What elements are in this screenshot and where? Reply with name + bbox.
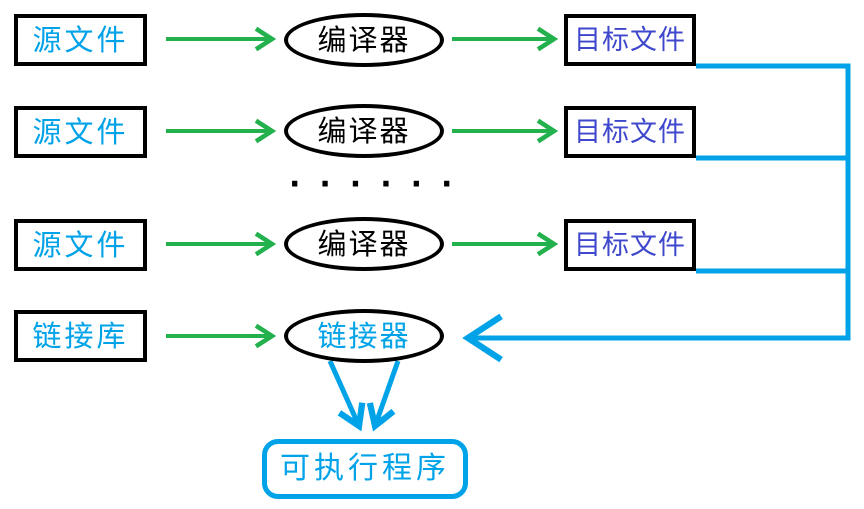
object-file-box-2: 目标文件 — [564, 106, 696, 158]
source-file-box-1: 源文件 — [14, 14, 147, 66]
object-file-box-1: 目标文件 — [564, 14, 696, 66]
source-file-box-2: 源文件 — [14, 106, 147, 158]
object-file-label-3: 目标文件 — [574, 229, 686, 261]
compiler-ellipse-2: 编译器 — [284, 104, 444, 158]
blue-connector-object1-to-linker-arrow — [462, 63, 851, 363]
link-library-label: 链接库 — [32, 318, 129, 353]
source-file-box-3: 源文件 — [14, 219, 147, 271]
object-file-label-2: 目标文件 — [574, 116, 686, 148]
object-file-label-1: 目标文件 — [574, 24, 686, 56]
linker-label: 链接器 — [317, 318, 411, 353]
executable-program-label: 可执行程序 — [280, 451, 450, 486]
link-library-box: 链接库 — [14, 310, 147, 362]
compiler-label-3: 编译器 — [317, 226, 411, 261]
executable-program-box: 可执行程序 — [262, 439, 468, 499]
compiler-label-2: 编译器 — [317, 113, 411, 148]
compiler-ellipse-1: 编译器 — [284, 13, 444, 67]
compiler-ellipse-3: 编译器 — [284, 217, 444, 271]
source-file-label-1: 源文件 — [32, 22, 129, 57]
linker-ellipse: 链接器 — [284, 309, 444, 363]
source-file-label-3: 源文件 — [32, 227, 129, 262]
blue-arrow-linker-to-executable-right — [366, 360, 401, 432]
object-file-box-3: 目标文件 — [564, 219, 696, 271]
source-file-label-2: 源文件 — [32, 114, 129, 149]
blue-arrow-linker-to-executable-left — [327, 359, 366, 432]
compiler-label-1: 编译器 — [317, 22, 411, 57]
ellipsis-dots: ······ — [289, 167, 472, 202]
